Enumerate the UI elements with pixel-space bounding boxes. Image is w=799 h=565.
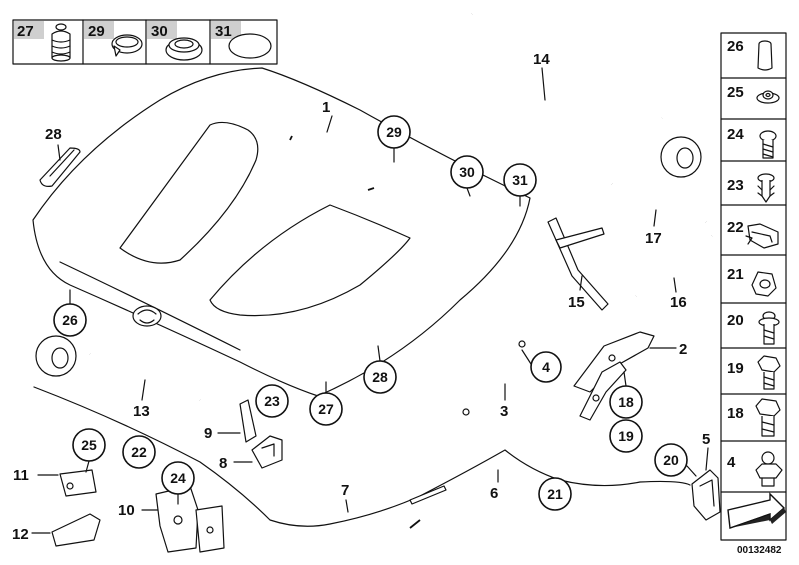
flat-disc-icon [228, 33, 272, 59]
svg-text:23: 23 [264, 393, 280, 409]
label-10: 10 [118, 502, 135, 519]
svg-text:29: 29 [386, 124, 402, 140]
svg-text:19: 19 [618, 428, 634, 444]
top-box-label-29: 29 [88, 23, 105, 40]
label-13: 13 [133, 403, 150, 420]
svg-text:24: 24 [170, 470, 186, 486]
svg-text:21: 21 [547, 486, 563, 502]
rubber-buffer-icon [757, 40, 773, 71]
callout-27: 27 [309, 392, 343, 426]
top-box-label-30: 30 [151, 23, 168, 40]
svg-text:25: 25 [81, 437, 97, 453]
top-box-label-31: 31 [215, 23, 232, 40]
ribbed-plug-icon [165, 37, 203, 61]
nut-clip-icon [751, 271, 777, 297]
svg-text:27: 27 [318, 401, 334, 417]
direction-arrow-icon [727, 492, 786, 529]
expanding-rivet-icon [756, 90, 780, 104]
callout-24: 24 [161, 461, 195, 495]
right-box-label-22: 22 [727, 219, 744, 236]
svg-text:20: 20 [663, 452, 679, 468]
label-8: 8 [219, 455, 227, 472]
right-box-label-21: 21 [727, 266, 744, 283]
bracket-15 [547, 217, 609, 311]
bonnet-hinge [573, 331, 655, 421]
right-box-label-19: 19 [727, 360, 744, 377]
label-3: 3 [500, 403, 508, 420]
label-2: 2 [679, 341, 687, 358]
label-16: 16 [670, 294, 687, 311]
screw-icon [759, 130, 777, 159]
svg-text:18: 18 [618, 394, 634, 410]
callout-22: 22 [122, 435, 156, 469]
callout-31: 31 [503, 163, 537, 197]
gas-strut [462, 340, 526, 416]
label-5: 5 [702, 431, 710, 448]
push-clip-icon [757, 173, 775, 203]
label-12: 12 [12, 526, 29, 543]
seal-strip-17 [611, 136, 707, 224]
callout-20: 20 [654, 443, 688, 477]
svg-text:28: 28 [372, 369, 388, 385]
bracket-9 [239, 399, 257, 443]
callout-19: 19 [609, 419, 643, 453]
part-12 [51, 513, 101, 547]
label-28: 28 [45, 126, 62, 143]
right-box-label-24: 24 [727, 126, 744, 143]
label-14: 14 [533, 51, 550, 68]
seal-16 [635, 234, 713, 298]
rubber-seal-strip [459, 12, 664, 135]
hex-bolt-icon [757, 355, 781, 390]
label-11: 11 [13, 467, 29, 484]
right-box-label-25: 25 [727, 84, 744, 101]
svg-text:26: 26 [62, 312, 78, 328]
label-7: 7 [341, 482, 349, 499]
callout-29: 29 [377, 115, 411, 149]
svg-text:22: 22 [131, 444, 147, 460]
callout-23: 23 [255, 384, 289, 418]
collar-bolt-icon [755, 398, 781, 437]
bellows-grommet-icon [51, 23, 71, 62]
round-plug-icon [111, 34, 143, 57]
top-box-label-27: 27 [17, 23, 34, 40]
pad-part-28 [39, 147, 81, 187]
right-parts-column: 26 25 24 23 22 21 20 19 18 4 [720, 32, 787, 541]
top-parts-box: 27 29 30 31 [12, 19, 278, 65]
release-cable [33, 386, 691, 529]
right-box-label-23: 23 [727, 177, 744, 194]
callout-30: 30 [450, 155, 484, 189]
callout-4: 4 [530, 351, 562, 383]
latch-plate-11 [59, 469, 97, 497]
label-6: 6 [490, 485, 498, 502]
callout-28: 28 [363, 360, 397, 394]
svg-text:4: 4 [542, 359, 550, 375]
label-15: 15 [568, 294, 585, 311]
diagram-number: 00132482 [737, 545, 782, 556]
callout-18: 18 [609, 385, 643, 419]
release-handle [691, 469, 721, 521]
seal-strip-13 [35, 335, 201, 402]
svg-text:31: 31 [512, 172, 528, 188]
spring-clamp-icon [745, 223, 779, 249]
callout-26: 26 [53, 303, 87, 337]
right-box-label-26: 26 [727, 38, 744, 55]
right-box-label-20: 20 [727, 312, 744, 329]
callout-21: 21 [538, 477, 572, 511]
bolt-washer-icon [758, 311, 780, 345]
label-1: 1 [322, 99, 330, 116]
right-box-label-18: 18 [727, 405, 744, 422]
callout-25: 25 [72, 428, 106, 462]
label-9: 9 [204, 425, 212, 442]
svg-text:30: 30 [459, 164, 475, 180]
bonnet-panel [32, 67, 531, 397]
ball-stud-icon [755, 451, 783, 487]
right-box-label-4: 4 [727, 454, 736, 471]
bonnet-lock-10 [155, 485, 225, 553]
label-17: 17 [645, 230, 662, 247]
latch-part-8 [251, 435, 283, 469]
